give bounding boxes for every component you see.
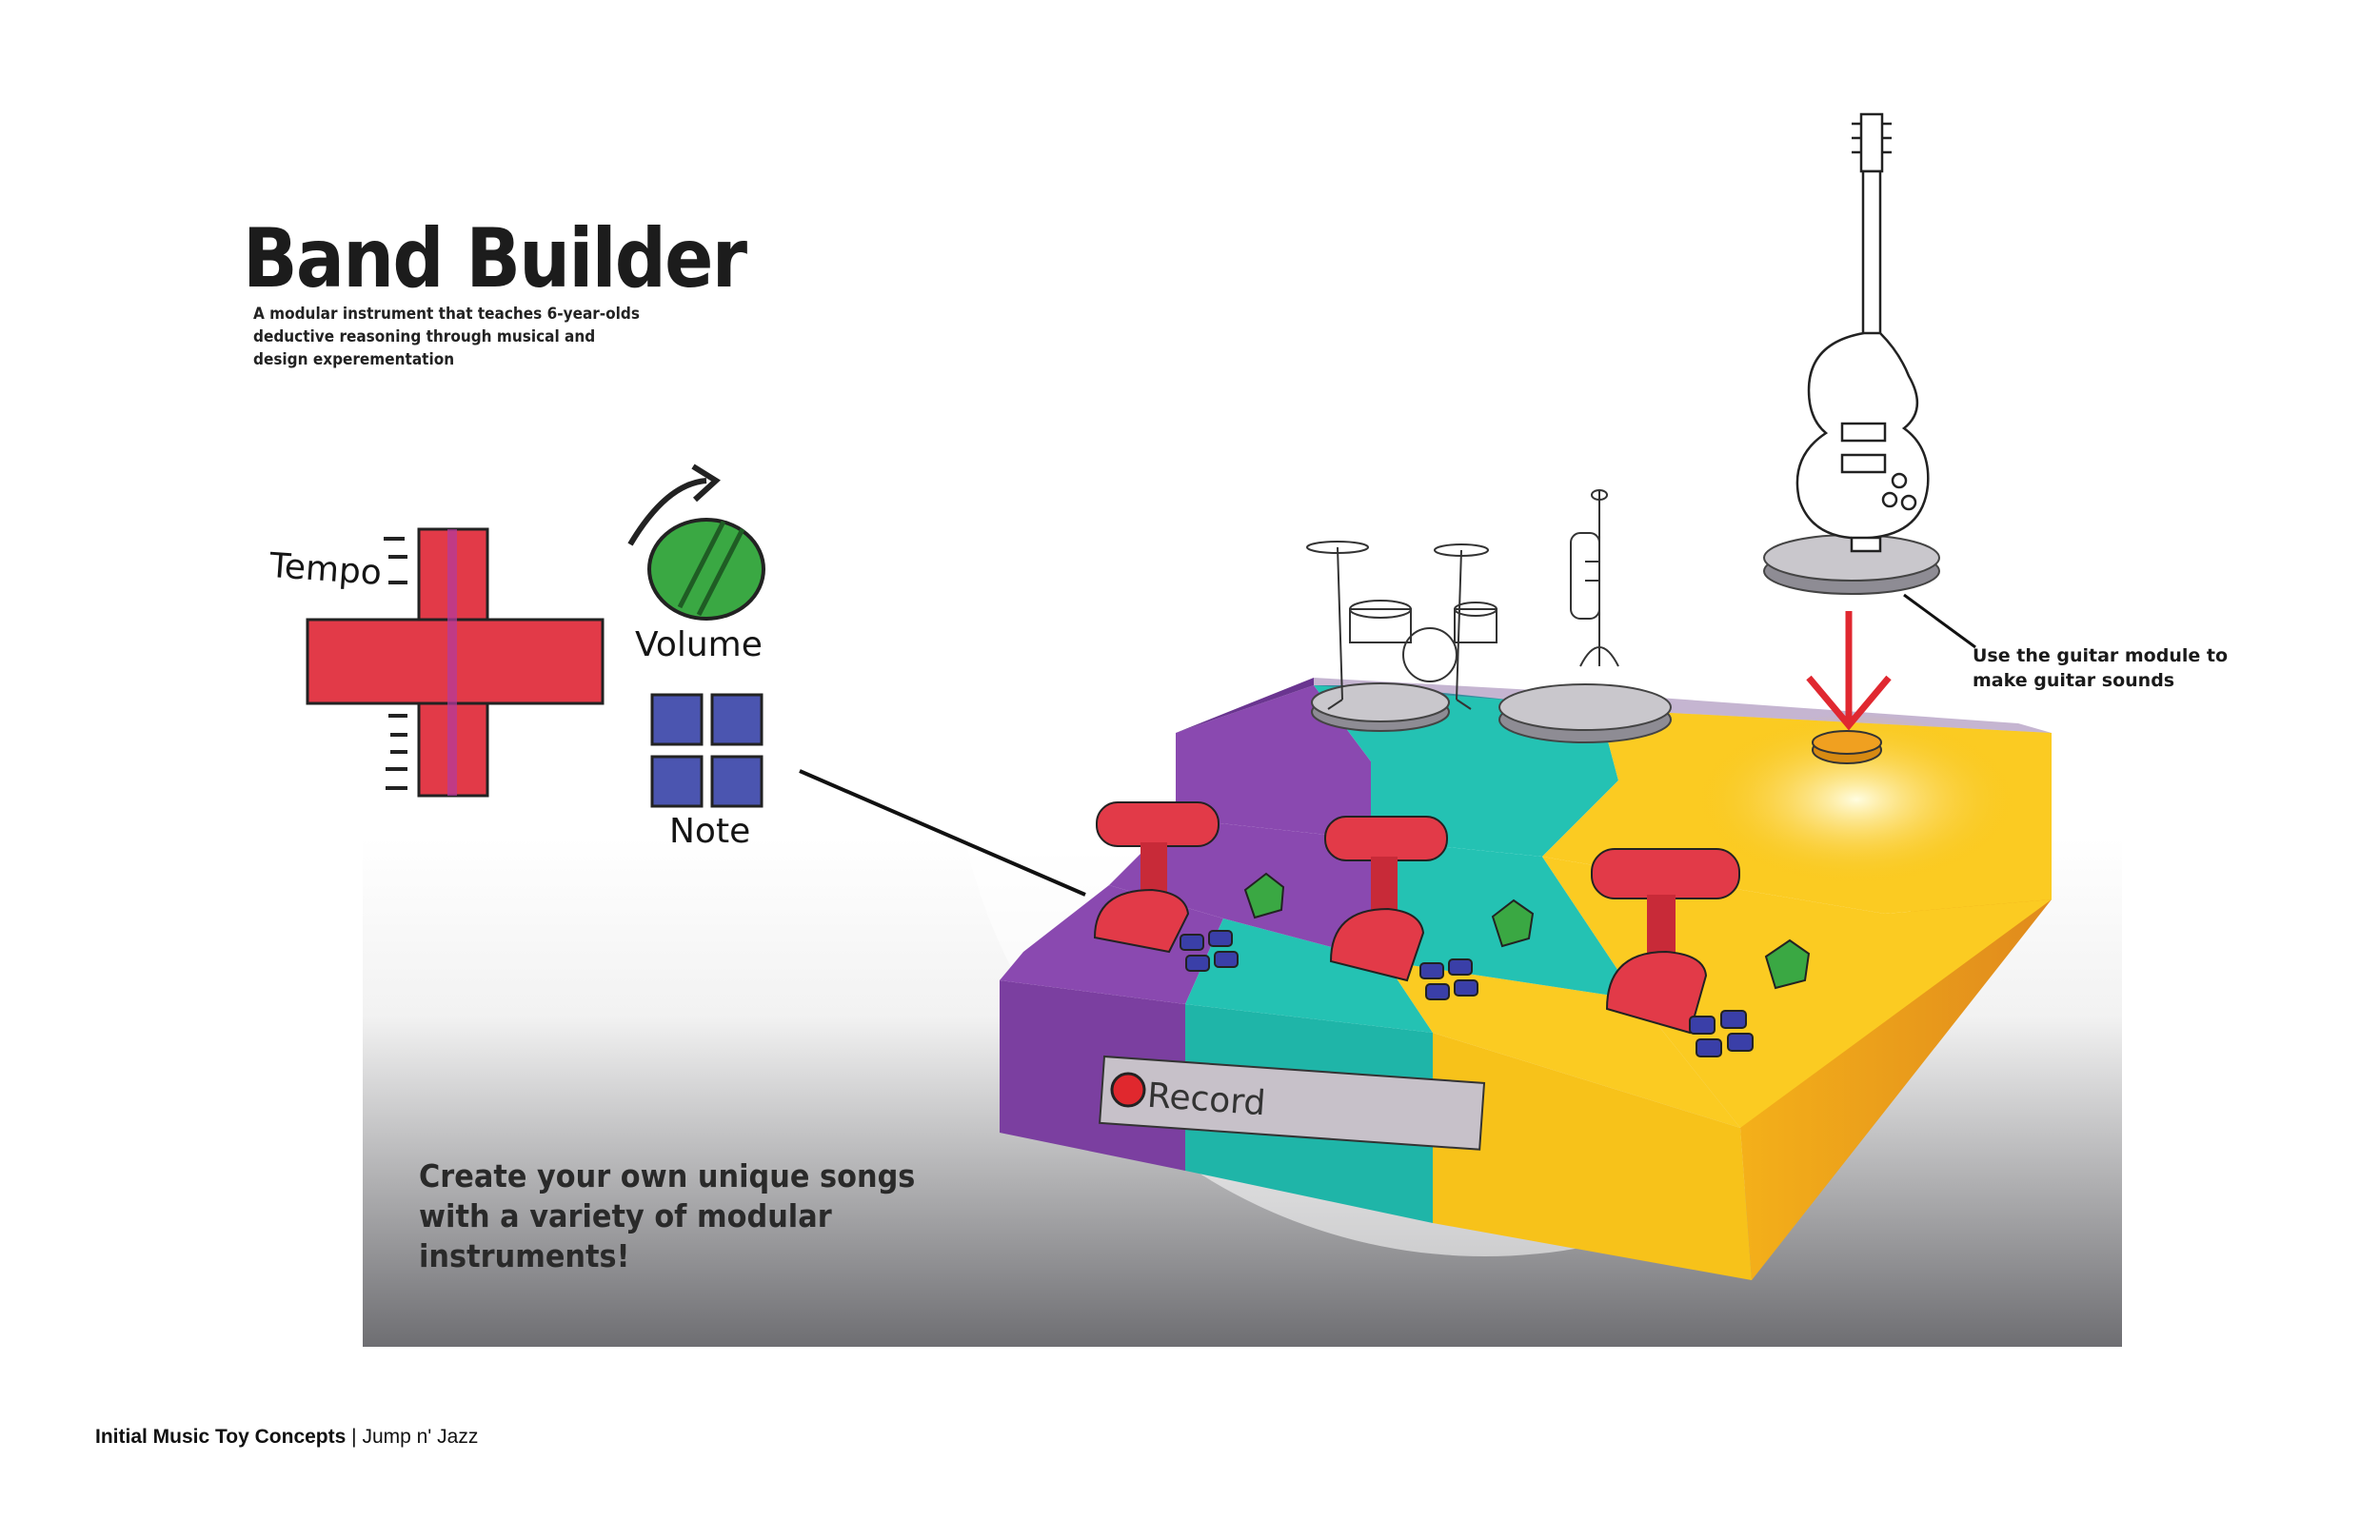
volume-knob-icon — [627, 464, 765, 621]
pad-buttons-2 — [1419, 958, 1478, 1000]
guitar-icon — [1795, 112, 1930, 553]
tagline: Create your own unique songs with a vari… — [419, 1157, 916, 1274]
note-pad-icon — [650, 693, 764, 808]
guitar-annotation-line — [1903, 593, 1976, 649]
record-label: Record — [1145, 1076, 1267, 1124]
knob-icon-2 — [1491, 898, 1535, 948]
pad-buttons-3 — [1689, 1010, 1754, 1057]
record-button-icon — [1110, 1072, 1146, 1108]
knob-icon-1 — [1243, 872, 1285, 919]
footer: Initial Music Toy Concepts | Jump n' Jaz… — [95, 1426, 478, 1449]
guitar-module — [1763, 112, 1940, 595]
note-label: Note — [669, 812, 751, 851]
trumpet-module — [1498, 489, 1672, 743]
trumpet-icon — [1570, 489, 1619, 667]
tempo-cross-icon — [306, 527, 605, 798]
tempo-label: Tempo — [268, 545, 384, 594]
page-subtitle: A modular instrument that teaches 6-year… — [253, 305, 640, 369]
guitar-annotation: Use the guitar module to make guitar sou… — [1973, 645, 2229, 691]
slider-yellow — [1591, 848, 1740, 1035]
knob-icon-3 — [1764, 938, 1811, 990]
pad-buttons-1 — [1180, 930, 1239, 972]
drum-kit-icon — [1306, 541, 1497, 710]
footer-separator: | — [346, 1426, 363, 1448]
glow-spot — [1695, 714, 2018, 885]
note-pointer-line — [799, 769, 1086, 897]
volume-label: Volume — [635, 625, 763, 664]
drum-module — [1306, 541, 1497, 732]
slider-teal — [1324, 816, 1448, 982]
arrow-down-icon — [1806, 611, 1892, 731]
page-title: Band Builder — [243, 211, 747, 306]
record-panel — [1099, 1055, 1486, 1151]
footer-title: Initial Music Toy Concepts — [95, 1426, 347, 1448]
footer-subtitle: Jump n' Jazz — [362, 1426, 479, 1448]
slider-purple — [1093, 801, 1220, 954]
